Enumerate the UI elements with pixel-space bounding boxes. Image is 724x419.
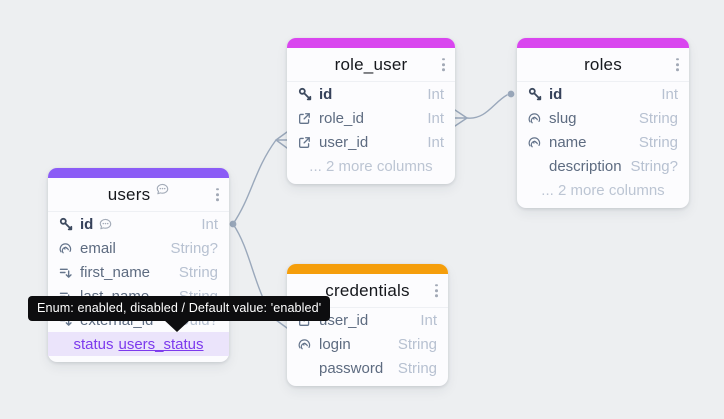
field-type: Int bbox=[420, 311, 437, 329]
table-header-bar bbox=[287, 38, 455, 48]
more-columns-row[interactable]: ... 2 more columns bbox=[309, 157, 433, 175]
table-title: credentials bbox=[325, 280, 410, 300]
table-title: users bbox=[107, 184, 151, 204]
crow-foot-icon bbox=[275, 131, 288, 149]
table-title: role_user bbox=[334, 54, 408, 74]
field-type: String bbox=[638, 133, 678, 151]
one-end-dot bbox=[229, 220, 237, 228]
field-row-id[interactable]: id Int bbox=[287, 82, 455, 106]
key-icon bbox=[59, 217, 80, 231]
comment-icon bbox=[156, 183, 169, 196]
field-type: Int bbox=[427, 109, 444, 127]
field-type: Int bbox=[201, 215, 218, 233]
field-name: first_name bbox=[80, 263, 151, 281]
tooltip: Enum: enabled, disabled / Default value:… bbox=[28, 296, 331, 321]
field-name: description bbox=[549, 157, 622, 175]
key-icon bbox=[298, 87, 319, 101]
field-name: slug bbox=[549, 109, 577, 127]
field-name: id bbox=[549, 85, 563, 103]
field-row-role_id[interactable]: role_id Int bbox=[287, 106, 455, 130]
field-type: String? bbox=[170, 239, 218, 257]
unique-icon bbox=[528, 136, 549, 149]
enum-type-link[interactable]: users_status bbox=[118, 335, 204, 353]
unique-icon bbox=[528, 112, 549, 125]
field-row-id[interactable]: id Int bbox=[48, 212, 229, 236]
field-name: password bbox=[319, 359, 384, 377]
field-row-id[interactable]: id Int bbox=[517, 82, 689, 106]
field-name: role_id bbox=[319, 109, 365, 127]
table-header-bar bbox=[48, 168, 229, 178]
kebab-menu-icon[interactable] bbox=[439, 55, 448, 75]
tooltip-arrow-icon bbox=[163, 319, 191, 332]
unique-icon bbox=[59, 242, 80, 255]
unique-icon bbox=[298, 338, 319, 351]
more-columns-row[interactable]: ... 2 more columns bbox=[541, 181, 665, 199]
comment-icon bbox=[99, 218, 112, 231]
fk-icon bbox=[298, 136, 319, 149]
table-card-users[interactable]: users idIntemailString?first_nameStringl… bbox=[48, 168, 229, 362]
enum-field-name: status bbox=[73, 335, 114, 353]
kebab-menu-icon[interactable] bbox=[213, 185, 222, 205]
field-type: Int bbox=[427, 85, 444, 103]
field-row-slug[interactable]: slug String bbox=[517, 106, 689, 130]
field-row-name[interactable]: name String bbox=[517, 130, 689, 154]
field-row-email[interactable]: email String? bbox=[48, 236, 229, 260]
field-type: String bbox=[178, 263, 218, 281]
default-icon bbox=[59, 266, 80, 279]
table-header-bar bbox=[287, 264, 448, 274]
field-row-user_id[interactable]: user_id Int bbox=[287, 130, 455, 154]
relationship-roles-role_user bbox=[466, 94, 508, 119]
table-header-bar bbox=[517, 38, 689, 48]
key-icon bbox=[528, 87, 549, 101]
field-row-login[interactable]: login String bbox=[287, 332, 448, 356]
field-type: String? bbox=[630, 157, 678, 175]
field-row-password[interactable]: password String bbox=[287, 356, 448, 380]
field-name: user_id bbox=[319, 133, 369, 151]
field-name: id bbox=[80, 215, 94, 233]
field-type: String bbox=[638, 109, 678, 127]
field-row-description[interactable]: description String? bbox=[517, 154, 689, 178]
field-row-user_id[interactable]: user_id Int bbox=[287, 308, 448, 332]
field-name: email bbox=[80, 239, 116, 257]
one-end-dot bbox=[507, 90, 515, 98]
field-name: login bbox=[319, 335, 351, 353]
field-name: id bbox=[319, 85, 333, 103]
fk-icon bbox=[298, 112, 319, 125]
field-name: name bbox=[549, 133, 587, 151]
field-name: user_id bbox=[319, 311, 369, 329]
field-type: String bbox=[397, 335, 437, 353]
field-type: Int bbox=[661, 85, 678, 103]
tooltip-text: Enum: enabled, disabled / Default value:… bbox=[37, 301, 322, 315]
kebab-menu-icon[interactable] bbox=[673, 55, 682, 75]
field-row-first_name[interactable]: first_name String bbox=[48, 260, 229, 284]
kebab-menu-icon[interactable] bbox=[432, 281, 441, 301]
relationship-users-role_user bbox=[232, 139, 277, 225]
crow-foot-icon bbox=[454, 109, 468, 127]
field-type: Int bbox=[427, 133, 444, 151]
field-type: String bbox=[397, 359, 437, 377]
table-title: roles bbox=[584, 54, 622, 74]
